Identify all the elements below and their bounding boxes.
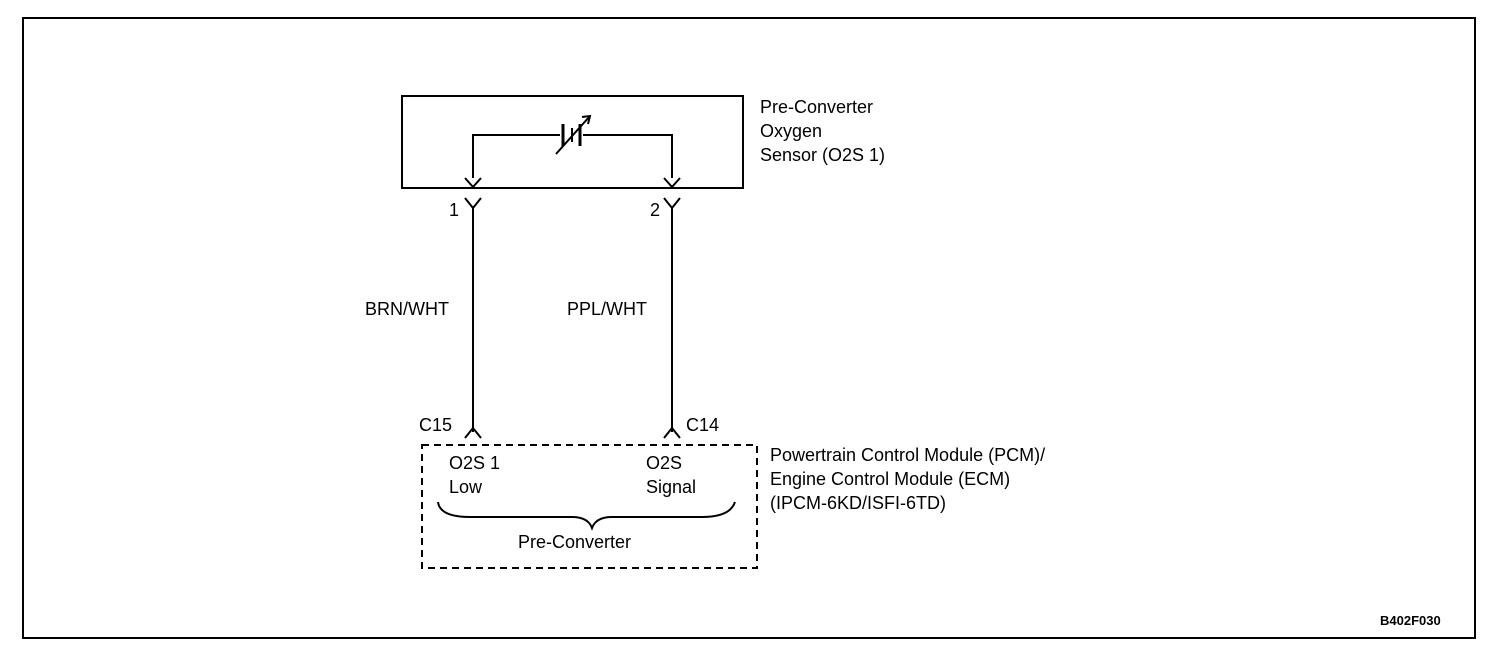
module-name-line-3: (IPCM-6KD/ISFI-6TD) [770,493,947,513]
connector-c15: C15 [419,415,453,435]
module-connectors [464,426,681,439]
module-name-line-2: Engine Control Module (ECM) [770,469,1011,489]
module-name: Powertrain Control Module (PCM)/ Engine … [770,443,1045,515]
terminal-right-line-1: O2S [646,453,683,473]
module-box [421,444,758,569]
pre-converter-brace [437,501,736,531]
terminal-o2s1-low: O2S 1 Low [449,451,500,499]
terminal-o2s-signal: O2S Signal [646,451,696,499]
sensor-name-line-1: Pre-Converter [760,97,874,117]
sensor-pin-2: 2 [650,200,661,220]
pre-converter-group-label: Pre-Converter [518,532,632,552]
sensor-internal-circuit [472,134,673,178]
sensor-connectors [464,197,681,210]
sensor-name-line-2: Oxygen [760,121,823,141]
sensor-pin-1: 1 [449,200,460,220]
terminal-left-line-2: Low [449,477,483,497]
wire-label-brn-wht: BRN/WHT [365,299,449,319]
wire-label-ppl-wht: PPL/WHT [567,299,648,319]
sensor-element-symbol [555,114,592,155]
sensor-name-line-3: Sensor (O2S 1) [760,145,886,165]
module-name-line-1: Powertrain Control Module (PCM)/ [770,445,1046,465]
sensor-pin-arrows [464,177,681,189]
diagram-frame [22,17,1476,639]
sensor-name: Pre-Converter Oxygen Sensor (O2S 1) [760,95,885,167]
connector-c14: C14 [686,415,720,435]
figure-id: B402F030 [1380,613,1441,628]
sensor-box [401,95,744,189]
terminal-left-line-1: O2S 1 [449,453,501,473]
terminal-right-line-2: Signal [646,477,697,497]
